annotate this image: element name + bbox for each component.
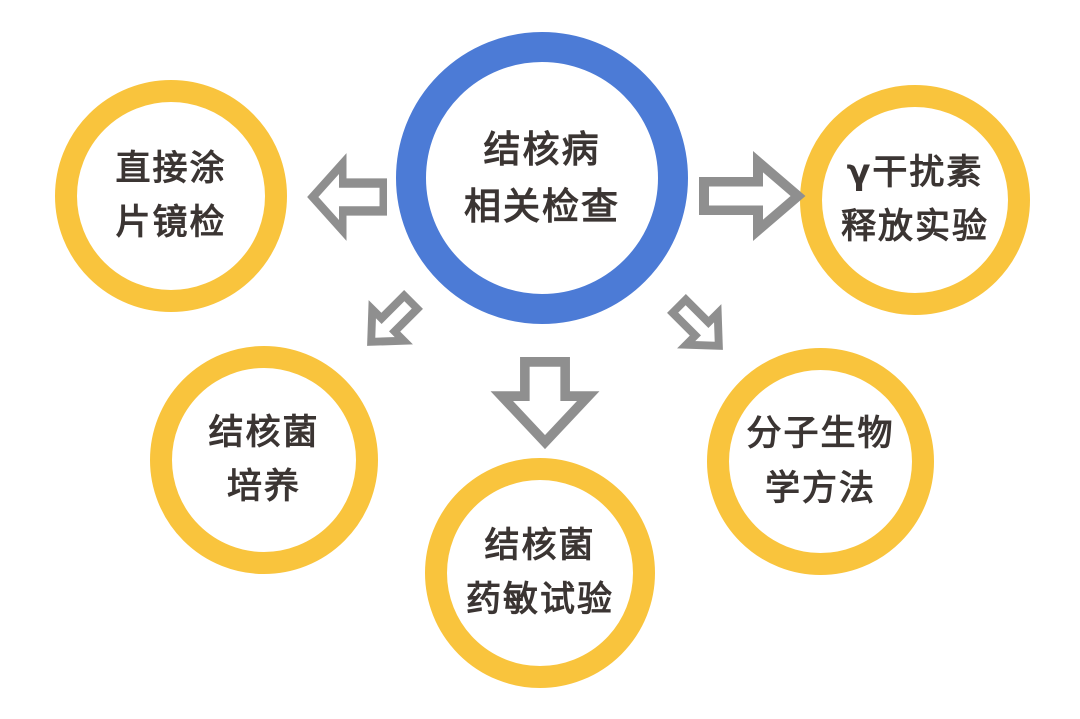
node-igra-label: γ干扰素 释放实验	[840, 152, 989, 247]
node-igra: γ干扰素 释放实验	[800, 85, 1030, 315]
node-drug-sensitivity-label: 结核菌 药敏试验	[465, 525, 614, 620]
center-node-label: 结核病 相关检查	[464, 127, 620, 228]
node-molecular-biology-label: 分子生物 学方法	[746, 414, 895, 509]
arrow-down-right-shape	[667, 294, 723, 350]
node-direct-smear-label: 直接涂 片镜检	[115, 148, 227, 243]
node-tb-culture-label: 结核菌 培养	[208, 412, 320, 507]
arrow-down-right-icon	[667, 294, 723, 350]
arrow-down-icon	[490, 357, 600, 450]
arrow-down-left-icon	[367, 290, 423, 346]
arrow-left-shape	[307, 153, 387, 241]
arrow-left-icon	[307, 153, 387, 241]
node-drug-sensitivity: 结核菌 药敏试验	[425, 458, 655, 688]
node-direct-smear: 直接涂 片镜检	[55, 80, 287, 312]
arrow-right-shape	[699, 151, 806, 241]
node-tb-culture: 结核菌 培养	[150, 346, 378, 574]
arrow-down-left-shape	[367, 290, 423, 346]
arrow-down-shape	[490, 357, 600, 450]
node-molecular-biology: 分子生物 学方法	[707, 348, 934, 575]
arrow-right-icon	[699, 151, 806, 241]
center-node-tb-related-tests: 结核病 相关检查	[396, 32, 688, 324]
